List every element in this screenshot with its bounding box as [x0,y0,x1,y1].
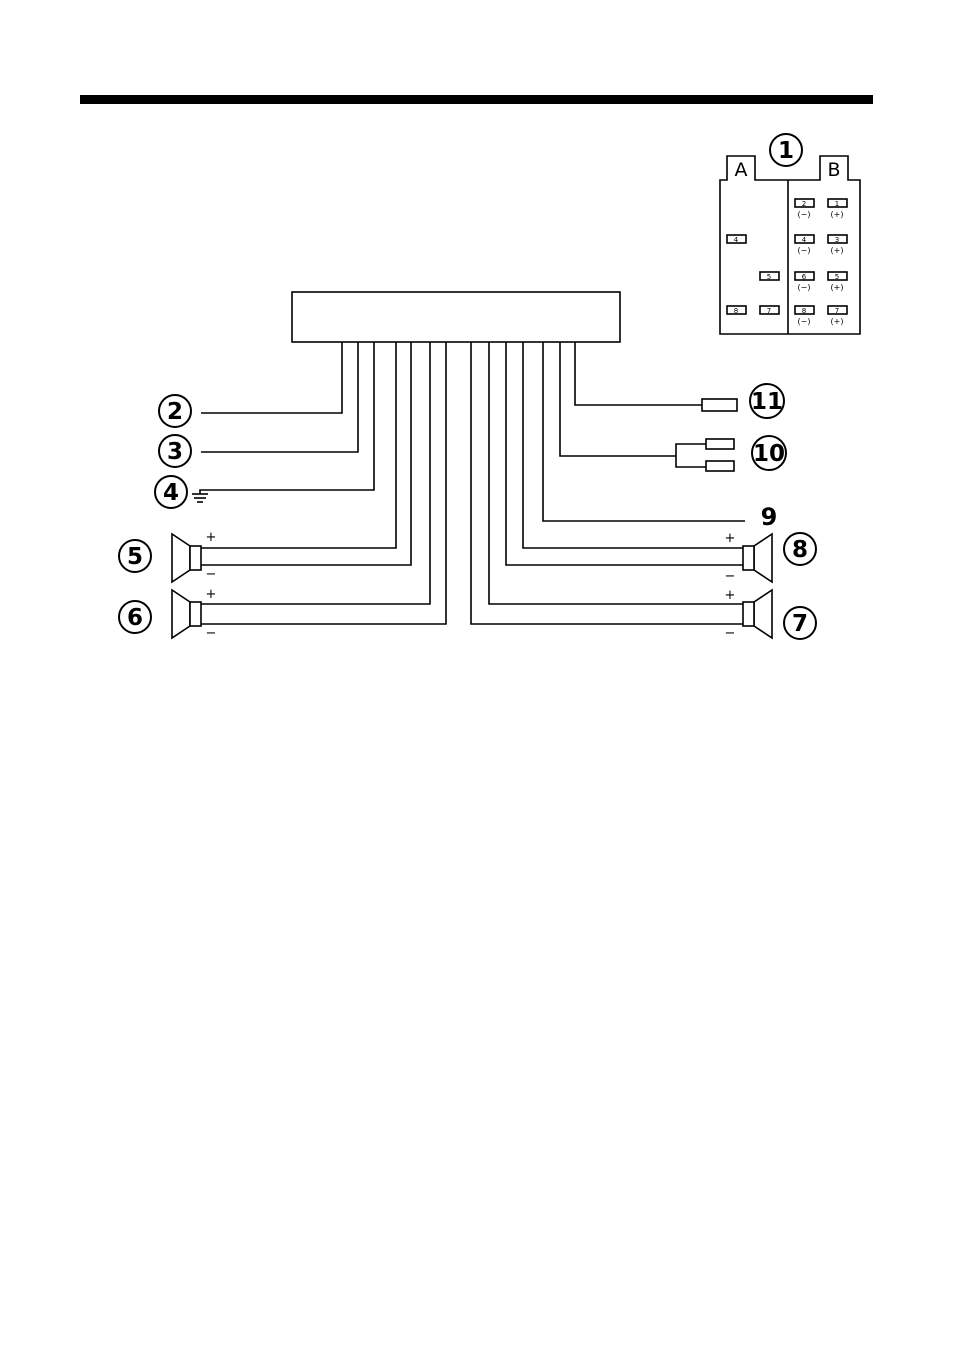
callout-7: 7 [784,607,816,639]
callout-6: 6 [119,601,151,633]
wire-6-minus [201,342,446,624]
antenna-plug-icon [702,399,737,411]
block-b-polarity: (−) [798,317,811,326]
block-b-pin: 7 [835,307,839,315]
block-b-polarity: (+) [831,317,844,326]
wire-9 [543,342,745,521]
speaker-icon [743,534,772,582]
block-a-label: A [735,159,748,181]
block-b-pin: 6 [802,273,807,281]
plus-sign: + [725,531,736,546]
wire-2 [201,342,342,413]
ground-icon [192,494,208,502]
minus-sign: − [206,626,217,641]
wire-11 [575,342,702,405]
callout-4: 4 [155,476,187,508]
iso-connector: 1 A B 4 5 8 7 2 (−) 1 (+) 4 (−) 3 (+) [720,134,860,334]
callout-1: 1 [778,138,794,164]
callout-11-label: 11 [751,389,783,415]
block-b-pin: 4 [802,236,807,244]
block-b-pin: 5 [835,273,839,281]
wire-7-minus [471,342,743,624]
wire-8-minus [506,342,743,565]
plus-sign: + [206,530,217,545]
callout-2: 2 [159,395,191,427]
callout-8: 8 [784,533,816,565]
callout-3-label: 3 [167,439,183,465]
callout-2-label: 2 [167,399,183,425]
block-b-polarity: (−) [798,210,811,219]
block-b-polarity: (−) [798,246,811,255]
block-b-pin: 1 [835,200,839,208]
block-b-polarity: (+) [831,246,844,255]
callout-11: 11 [750,384,784,418]
minus-sign: − [725,569,736,584]
plus-sign: + [206,587,217,602]
head-unit [292,292,620,342]
block-b-pin: 2 [802,200,806,208]
callout-10-label: 10 [753,441,785,467]
wire-5-minus [201,342,411,565]
callout-4-label: 4 [163,480,179,506]
callout-9: 9 [761,503,778,531]
wire-4 [200,342,374,494]
speaker-icon [172,534,201,582]
plus-sign: + [725,588,736,603]
callout-5-label: 5 [127,544,143,570]
callout-6-label: 6 [127,605,143,631]
wire-3 [201,342,358,452]
callout-5: 5 [119,540,151,572]
block-b-polarity: (−) [798,283,811,292]
block-b-polarity: (+) [831,210,844,219]
callout-10: 10 [752,436,786,470]
callout-3: 3 [159,435,191,467]
rca-plug-icon [676,439,734,471]
wire-harness [200,342,745,624]
minus-sign: − [206,567,217,582]
wire-10 [560,342,676,456]
header-rule [80,95,873,104]
speaker-icon [743,590,772,638]
block-a-pin: 4 [734,236,739,244]
speaker-icon [172,590,201,638]
block-b-polarity: (+) [831,283,844,292]
block-b-label: B [827,159,840,181]
minus-sign: − [725,626,736,641]
wire-5-plus [201,342,396,548]
block-a-pin: 8 [734,307,738,315]
block-b-pin: 3 [835,236,839,244]
callout-7-label: 7 [792,611,808,637]
callout-8-label: 8 [792,537,808,563]
block-a-pin: 5 [767,273,771,281]
block-a-pin: 7 [767,307,771,315]
block-b-pin: 8 [802,307,806,315]
